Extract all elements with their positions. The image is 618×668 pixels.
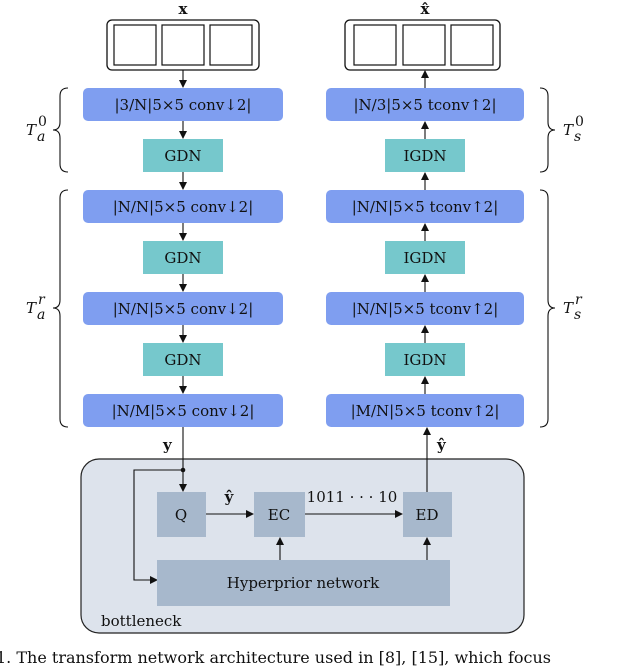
analysis-tr-brace xyxy=(52,189,69,428)
synthesis-tr-label: T r s xyxy=(563,292,583,323)
svg-text:r: r xyxy=(575,292,583,308)
entropy-decoder-label: ED xyxy=(416,506,439,524)
output-image xyxy=(344,19,501,71)
synthesis-tconv-3-label: |N/N|5×5 tconv↑2| xyxy=(352,300,499,318)
synthesis-igdn-3 xyxy=(385,343,465,376)
svg-text:a: a xyxy=(37,307,45,323)
svg-text:T: T xyxy=(26,121,37,139)
svg-text:0: 0 xyxy=(38,114,47,130)
synthesis-igdn-2-label: IGDN xyxy=(403,249,446,267)
output-x-hat-label: x̂ xyxy=(421,0,431,18)
svg-text:T: T xyxy=(563,299,574,317)
svg-text:a: a xyxy=(37,129,45,145)
analysis-t0-brace xyxy=(52,87,69,173)
analysis-conv-1-label: |3/N|5×5 conv↓2| xyxy=(115,96,252,114)
analysis-gdn-3 xyxy=(143,343,223,376)
bitstream-label: 1011 · · · 10 xyxy=(307,488,398,506)
svg-text:T: T xyxy=(563,121,574,139)
quantizer-box xyxy=(157,492,206,537)
analysis-conv-3-label: |N/N|5×5 conv↓2| xyxy=(113,300,254,318)
bottleneck-label: bottleneck xyxy=(101,612,182,630)
synthesis-igdn-1-label: IGDN xyxy=(403,147,446,165)
synthesis-t0-label: T 0 s xyxy=(563,114,584,145)
svg-text:r: r xyxy=(38,292,46,308)
analysis-conv-4-label: |N/M|5×5 conv↓2| xyxy=(112,402,255,420)
input-x-label: x xyxy=(179,0,189,18)
synthesis-tconv-2 xyxy=(326,190,524,223)
svg-text:T: T xyxy=(26,299,37,317)
analysis-tr-label: T r a xyxy=(26,292,46,323)
synthesis-igdn-3-label: IGDN xyxy=(403,351,446,369)
y-label: y xyxy=(162,436,173,454)
analysis-gdn-2 xyxy=(143,241,223,274)
svg-text:s: s xyxy=(574,307,581,323)
synthesis-tconv-2-label: |N/N|5×5 tconv↑2| xyxy=(352,198,499,216)
entropy-coder-box xyxy=(254,492,305,537)
analysis-conv-3 xyxy=(83,292,283,325)
synthesis-tconv-1 xyxy=(326,88,524,121)
quantizer-label: Q xyxy=(175,506,187,524)
synthesis-tconv-1-label: |N/3|5×5 tconv↑2| xyxy=(353,96,496,114)
analysis-conv-2-label: |N/N|5×5 conv↓2| xyxy=(113,198,254,216)
bottleneck-container xyxy=(80,458,525,634)
hyperprior-box xyxy=(157,560,450,606)
analysis-conv-2 xyxy=(83,190,283,223)
analysis-conv-4 xyxy=(83,394,283,427)
analysis-gdn-2-label: GDN xyxy=(164,249,201,267)
hyperprior-label: Hyperprior network xyxy=(227,574,380,592)
analysis-t0-label: T 0 a xyxy=(26,114,47,145)
y-hat-label: ŷ xyxy=(224,488,235,506)
svg-text:0: 0 xyxy=(575,114,584,130)
synthesis-tconv-3 xyxy=(326,292,524,325)
synthesis-tconv-4 xyxy=(326,394,524,427)
synthesis-t0-brace xyxy=(539,87,556,173)
synthesis-tconv-4-label: |M/N|5×5 tconv↑2| xyxy=(351,402,500,420)
input-image xyxy=(106,19,260,71)
figure-caption: 1. The transform network architecture us… xyxy=(0,648,551,667)
synthesis-igdn-2 xyxy=(385,241,465,274)
synthesis-tr-brace xyxy=(539,189,556,428)
entropy-decoder-box xyxy=(403,492,452,537)
analysis-gdn-3-label: GDN xyxy=(164,351,201,369)
svg-text:s: s xyxy=(574,129,581,145)
analysis-conv-1 xyxy=(83,88,283,121)
analysis-gdn-1-label: GDN xyxy=(164,147,201,165)
synthesis-igdn-1 xyxy=(385,139,465,172)
entropy-coder-label: EC xyxy=(268,506,290,524)
analysis-gdn-1 xyxy=(143,139,223,172)
y-hat-label-2: ŷ xyxy=(436,436,447,454)
